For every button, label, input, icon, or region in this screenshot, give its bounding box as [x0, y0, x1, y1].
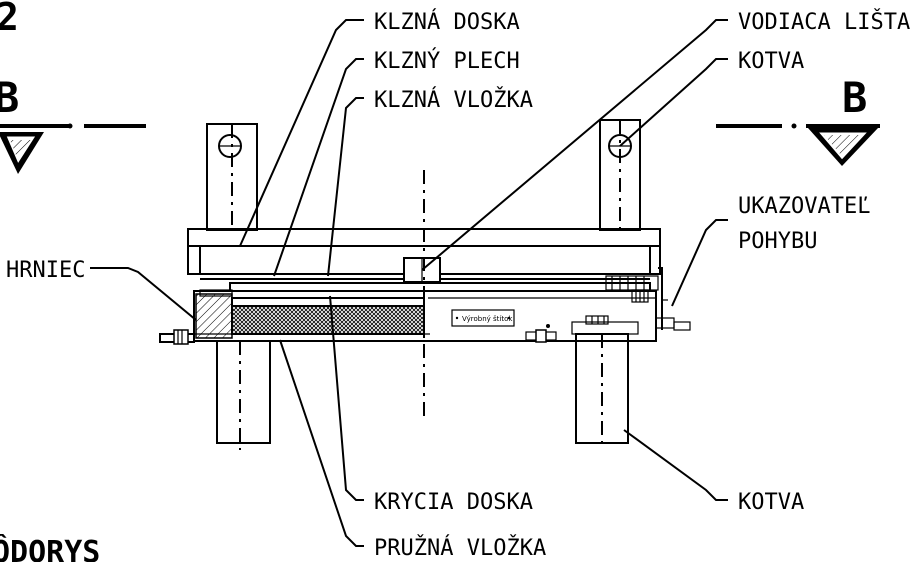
label-pruzna-vlozka: PRUŽNÁ VLOŽKA	[374, 535, 546, 561]
label-kotva-bottom: KOTVA	[738, 490, 804, 515]
label-kotva-top: KOTVA	[738, 49, 804, 74]
upper-anchor-right	[599, 119, 641, 231]
section-mark-right: B	[716, 73, 880, 166]
section-mark-left: 2 B	[0, 0, 146, 174]
lower-anchor-left	[216, 340, 271, 450]
label-hrniec: HRNIEC	[6, 258, 85, 283]
label-klzna-vlozka: KLZNÁ VLOŽKA	[374, 87, 533, 113]
label-ukazovatel-line2: POHYBU	[738, 229, 817, 254]
upper-anchor-left	[206, 123, 258, 231]
labels: KLZNÁ DOSKA KLZNÝ PLECH KLZNÁ VLOŽKA VOD…	[0, 9, 910, 562]
section-letter-right: B	[842, 73, 867, 122]
lower-anchor-right	[575, 333, 629, 450]
partial-bottom-text: ÔDORYS	[0, 533, 100, 562]
nameplate-text: Výrobný štítok	[462, 315, 513, 323]
nameplate-frame	[451, 309, 515, 327]
label-vodiaca-lista: VODIACA LIŠTA	[738, 9, 910, 35]
label-ukazovatel-line1: UKAZOVATEĽ	[738, 194, 870, 219]
label-klzny-plech: KLZNÝ PLECH	[374, 48, 520, 74]
leader-lines	[90, 19, 728, 547]
label-klzna-doska: KLZNÁ DOSKA	[374, 9, 520, 35]
partial-top-left-text: 2	[0, 0, 19, 39]
section-letter-left: B	[0, 73, 19, 122]
label-krycia-doska: KRYCIA DOSKA	[374, 490, 533, 515]
